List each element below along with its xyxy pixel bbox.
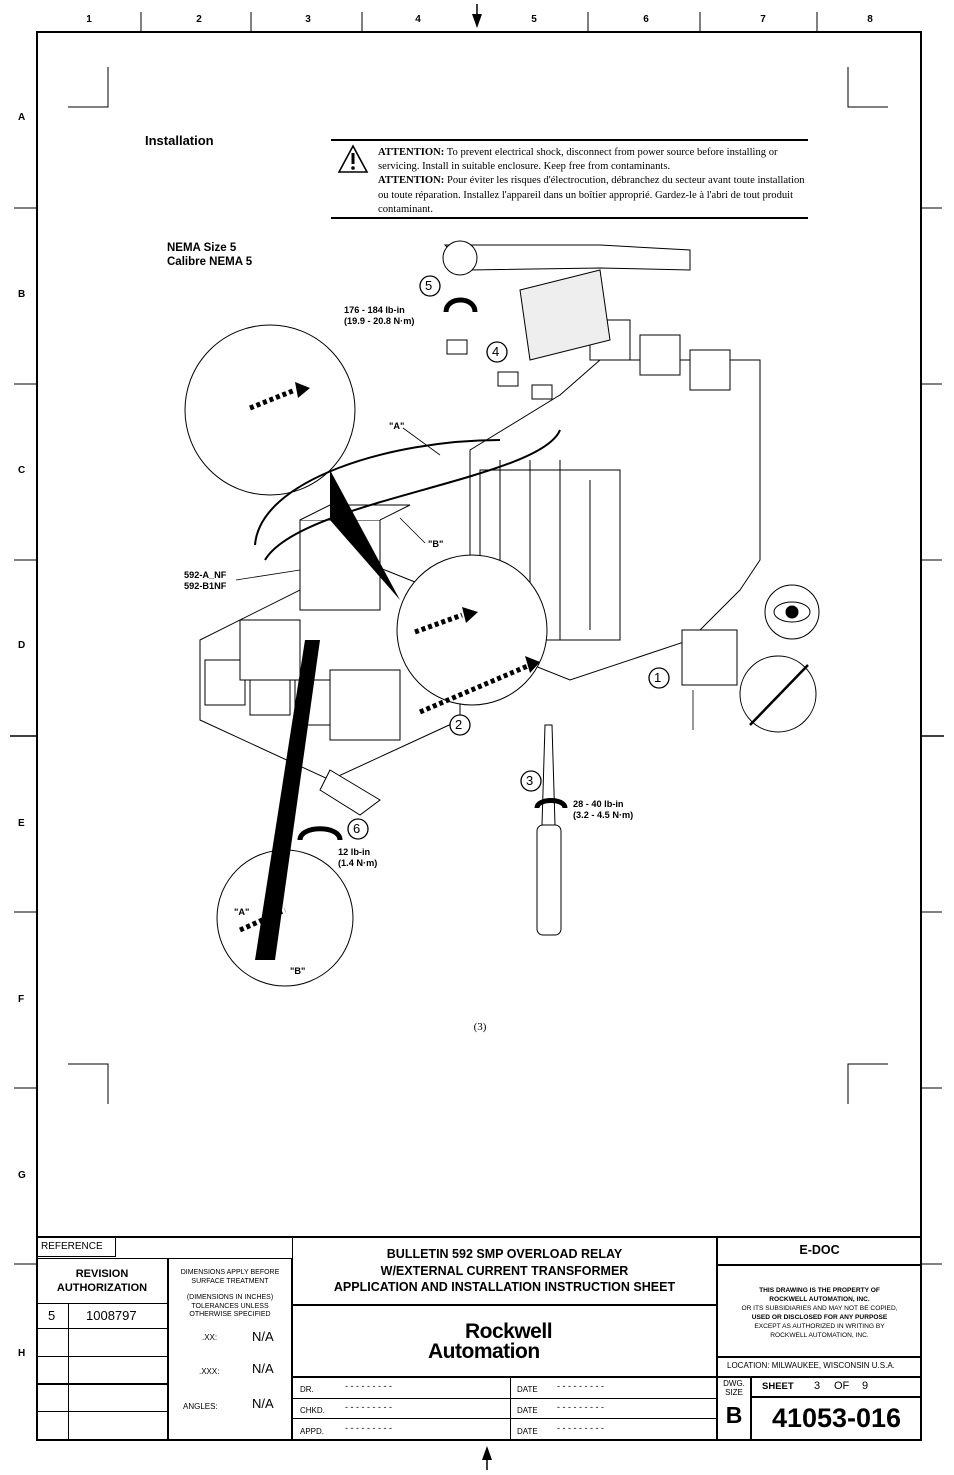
revision-area bbox=[36, 1258, 168, 1441]
approved-date-value: - - - - - - - - - bbox=[557, 1423, 604, 1433]
step-number: 4 bbox=[492, 344, 500, 359]
detail-callout-b: "B" bbox=[290, 966, 306, 976]
zone-number: 7 bbox=[760, 14, 766, 25]
tolerance-xx-label: .XX: bbox=[202, 1333, 218, 1342]
step-number: 3 bbox=[526, 773, 534, 788]
sheet-box bbox=[751, 1377, 922, 1397]
zone-letter: B bbox=[18, 289, 26, 300]
zone-letter: G bbox=[18, 1170, 26, 1181]
checked-date-value: - - - - - - - - - bbox=[557, 1402, 604, 1412]
zone-letter: D bbox=[18, 640, 26, 651]
zone-number: 4 bbox=[415, 14, 421, 25]
signature-col-divider bbox=[510, 1377, 511, 1441]
approved-by-value: - - - - - - - - - bbox=[345, 1423, 392, 1433]
zone-letter: F bbox=[18, 994, 25, 1005]
dwg-size-box bbox=[717, 1377, 751, 1441]
revision-row bbox=[36, 1384, 168, 1412]
dimensions-note: DIMENSIONS APPLY BEFORE SURFACE TREATMEN… bbox=[180, 1269, 280, 1318]
zone-letter: C bbox=[18, 465, 26, 476]
revision-col-divider bbox=[68, 1303, 69, 1441]
authorization-number: 1008797 bbox=[86, 1308, 137, 1323]
checked-date-label: DATE bbox=[517, 1406, 538, 1415]
drawing-number: 41053-016 bbox=[771, 1403, 902, 1433]
location-box bbox=[717, 1357, 922, 1377]
attention-box: ATTENTION: To prevent electrical shock, … bbox=[331, 139, 808, 219]
attention-label-en: ATTENTION: bbox=[378, 147, 445, 158]
drawn-date-label: DATE bbox=[517, 1385, 538, 1394]
title-area bbox=[292, 1237, 717, 1305]
checked-by-label: CHKD. bbox=[300, 1406, 325, 1415]
torque-label-step6: 12 lb-in(1.4 N·m) bbox=[338, 847, 378, 868]
tolerance-xx-value: N/A bbox=[252, 1329, 274, 1344]
sheet-label: SHEET bbox=[762, 1381, 794, 1392]
zone-number: 6 bbox=[643, 14, 649, 25]
edoc-label: E-DOC bbox=[799, 1243, 840, 1257]
step-number: 6 bbox=[353, 821, 361, 836]
detail-callout-a: "A" bbox=[234, 907, 250, 917]
property-box bbox=[717, 1265, 922, 1357]
attention-label-fr: ATTENTION: bbox=[378, 175, 445, 187]
step-number: 1 bbox=[654, 670, 662, 685]
warning-icon bbox=[337, 144, 369, 173]
sheet-total: 9 bbox=[862, 1380, 869, 1392]
callout-a: "A" bbox=[389, 421, 405, 431]
angles-value: N/A bbox=[252, 1396, 274, 1411]
reference-label: REFERENCE bbox=[41, 1241, 103, 1252]
zone-number: 1 bbox=[86, 14, 92, 25]
rockwell-automation-logo: Rockwell Automation bbox=[428, 1320, 553, 1363]
tolerance-xxx-value: N/A bbox=[252, 1361, 274, 1376]
zone-letter: H bbox=[18, 1348, 26, 1359]
revision-row bbox=[36, 1303, 168, 1329]
angles-label: ANGLES: bbox=[183, 1402, 218, 1411]
torque-label-step5: 176 - 184 lb-in(19.9 - 20.8 N·m) bbox=[344, 305, 415, 326]
drawn-by-label: DR. bbox=[300, 1385, 314, 1394]
zone-letter: A bbox=[18, 112, 26, 123]
zone-number: 2 bbox=[196, 14, 202, 25]
attention-text: ATTENTION: To prevent electrical shock, … bbox=[378, 146, 805, 217]
sheet-of-label: OF bbox=[834, 1380, 850, 1392]
approved-by-label: APPD. bbox=[300, 1427, 325, 1436]
nema-size-label: NEMA Size 5 Calibre NEMA 5 bbox=[167, 242, 253, 268]
callout-b: "B" bbox=[428, 539, 444, 549]
drawn-by-value: - - - - - - - - - bbox=[345, 1381, 392, 1391]
dwg-size-label: DWG.SIZE bbox=[723, 1379, 745, 1397]
step-number: 2 bbox=[455, 717, 463, 732]
tolerance-xxx-label: .XXX: bbox=[199, 1367, 220, 1376]
drawing-title: BULLETIN 592 SMP OVERLOAD RELAY W/EXTERN… bbox=[333, 1247, 676, 1294]
edoc-box bbox=[717, 1237, 922, 1265]
zone-letter: E bbox=[18, 818, 25, 829]
property-notice: THIS DRAWING IS THE PROPERTY OF ROCKWELL… bbox=[741, 1287, 898, 1339]
section-title: Installation bbox=[145, 133, 214, 148]
dimensions-area bbox=[168, 1258, 292, 1441]
signature-row bbox=[292, 1398, 717, 1419]
checked-by-value: - - - - - - - - - bbox=[345, 1402, 392, 1412]
location-label: LOCATION: MILWAUKEE, WISCONSIN U.S.A. bbox=[727, 1361, 895, 1370]
revision-row bbox=[36, 1356, 168, 1384]
logo-area bbox=[292, 1305, 717, 1377]
zone-number: 8 bbox=[867, 14, 873, 25]
attention-text-fr: Pour éviter les risques d'électrocution,… bbox=[378, 175, 805, 215]
torque-label-step3: 28 - 40 lb-in(3.2 - 4.5 N·m) bbox=[573, 799, 634, 820]
drawing-number-box bbox=[751, 1397, 922, 1441]
drawn-date-value: - - - - - - - - - bbox=[557, 1381, 604, 1391]
sheet-number: 3 bbox=[814, 1380, 821, 1392]
zone-number: 3 bbox=[305, 14, 311, 25]
reference-box bbox=[36, 1237, 116, 1257]
page-number: (3) bbox=[473, 1021, 487, 1033]
step-number: 5 bbox=[425, 278, 433, 293]
revision-number: 5 bbox=[48, 1308, 56, 1323]
approved-date-label: DATE bbox=[517, 1427, 538, 1436]
attention-text-en: To prevent electrical shock, disconnect … bbox=[378, 147, 778, 173]
dwg-size-value: B bbox=[725, 1402, 743, 1428]
zone-number: 5 bbox=[531, 14, 537, 25]
